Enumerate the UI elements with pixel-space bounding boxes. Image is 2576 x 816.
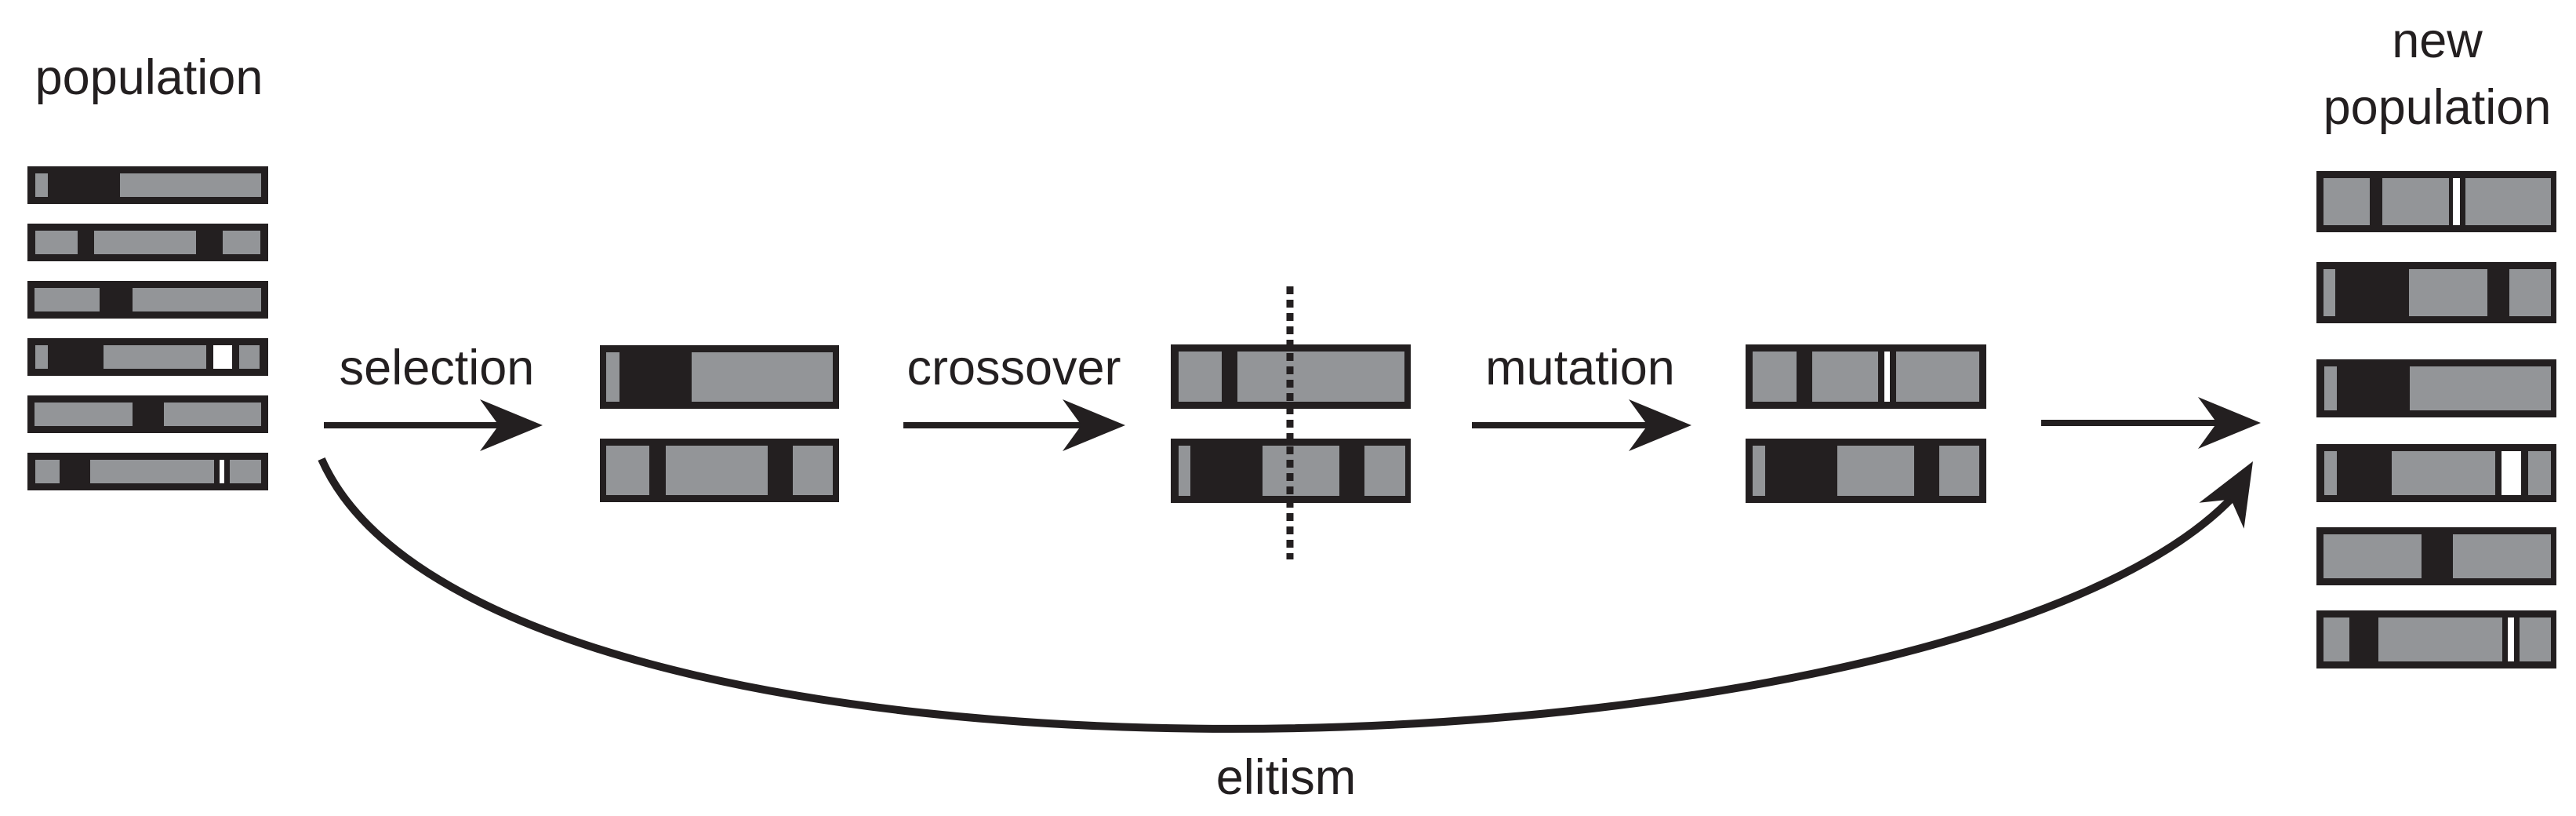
chromosome-bar	[27, 453, 268, 490]
elitism-arrow-head	[2199, 461, 2253, 529]
gene-segment-gray	[120, 173, 261, 197]
gene-segment-gray	[94, 231, 196, 254]
new-population-label-line2: population	[2323, 80, 2552, 135]
selection-arrow-head	[480, 399, 543, 451]
gene-segment-gray	[133, 288, 261, 311]
gene-segment-white	[213, 345, 232, 369]
gene-segment-gray	[793, 446, 833, 495]
population-label: population	[35, 50, 263, 105]
chromosome-bar	[600, 345, 839, 409]
chromosome-bar	[27, 281, 268, 319]
gene-segment-gray	[35, 403, 133, 426]
gene-segment-gray	[666, 446, 768, 495]
gene-segment-gray	[2392, 451, 2495, 495]
gene-segment-gray	[2528, 451, 2551, 495]
gene-segment-gray	[2409, 269, 2487, 316]
gene-segment-white	[2508, 617, 2514, 661]
gene-segment-gray	[1896, 352, 1979, 402]
chromosome-bar	[2316, 444, 2556, 502]
crossover-label: crossover	[907, 341, 1121, 395]
gene-segment-white	[2453, 178, 2460, 225]
gene-segment-gray	[2378, 617, 2502, 661]
gene-segment-gray	[2453, 534, 2551, 578]
new-population-label: new population	[2323, 8, 2552, 141]
gene-segment-gray	[35, 288, 100, 311]
gene-segment-gray	[239, 345, 260, 369]
gene-segment-gray	[606, 352, 619, 402]
elitism-label: elitism	[1215, 750, 1357, 805]
gene-segment-gray	[1364, 446, 1405, 496]
chromosome-bar	[1171, 344, 1411, 409]
elitism-curve	[318, 457, 2234, 733]
to-new-population-arrow-head	[2198, 397, 2261, 449]
gene-segment-gray	[1939, 446, 1979, 496]
gene-segment-gray	[2323, 534, 2422, 578]
chromosome-bar	[27, 166, 268, 204]
chromosome-bar	[1746, 439, 1986, 503]
chromosome-bar	[1171, 439, 1411, 503]
gene-segment-gray	[2520, 617, 2551, 661]
gene-segment-gray	[2323, 269, 2335, 316]
gene-segment-gray	[2410, 366, 2551, 410]
gene-segment-gray	[104, 345, 206, 369]
gene-segment-gray	[692, 352, 833, 402]
gene-segment-gray	[35, 345, 48, 369]
gene-segment-gray	[1263, 446, 1339, 496]
mutation-label: mutation	[1485, 341, 1675, 395]
gene-segment-gray	[2323, 617, 2349, 661]
chromosome-bar	[1746, 344, 1986, 409]
gene-segment-gray	[2324, 451, 2337, 495]
gene-segment-gray	[1837, 446, 1914, 496]
gene-segment-gray	[35, 173, 48, 197]
gene-segment-white	[2502, 451, 2521, 495]
gene-segment-gray	[1179, 352, 1222, 402]
gene-segment-gray	[1753, 352, 1797, 402]
new-population-label-line1: new	[2392, 13, 2483, 68]
gene-segment-white	[220, 460, 224, 483]
chromosome-bar	[27, 338, 268, 376]
gene-segment-gray	[223, 231, 260, 254]
chromosome-bar	[2316, 610, 2556, 668]
gene-segment-white	[1884, 352, 1890, 402]
gene-segment-gray	[1237, 352, 1404, 402]
gene-segment-gray	[1812, 352, 1878, 402]
crossover-arrow-head	[1063, 399, 1125, 451]
chromosome-bar	[600, 439, 839, 502]
gene-segment-gray	[2324, 366, 2337, 410]
selection-label: selection	[339, 341, 535, 395]
gene-segment-gray	[2323, 178, 2370, 225]
gene-segment-gray	[90, 460, 214, 483]
gene-segment-gray	[1179, 446, 1190, 496]
gene-segment-gray	[2509, 269, 2551, 316]
chromosome-bar	[27, 395, 268, 433]
chromosome-bar	[2316, 171, 2556, 232]
chromosome-bar	[27, 224, 268, 261]
gene-segment-gray	[2465, 178, 2551, 225]
gene-segment-gray	[606, 446, 649, 495]
gene-segment-gray	[1753, 446, 1765, 496]
chromosome-bar	[2316, 359, 2556, 417]
chromosome-bar	[2316, 262, 2556, 323]
gene-segment-gray	[230, 460, 261, 483]
chromosome-bar	[2316, 527, 2556, 585]
gene-segment-gray	[2382, 178, 2449, 225]
gene-segment-gray	[35, 460, 60, 483]
mutation-arrow-head	[1629, 399, 1691, 451]
gene-segment-gray	[35, 231, 78, 254]
gene-segment-gray	[164, 403, 261, 426]
